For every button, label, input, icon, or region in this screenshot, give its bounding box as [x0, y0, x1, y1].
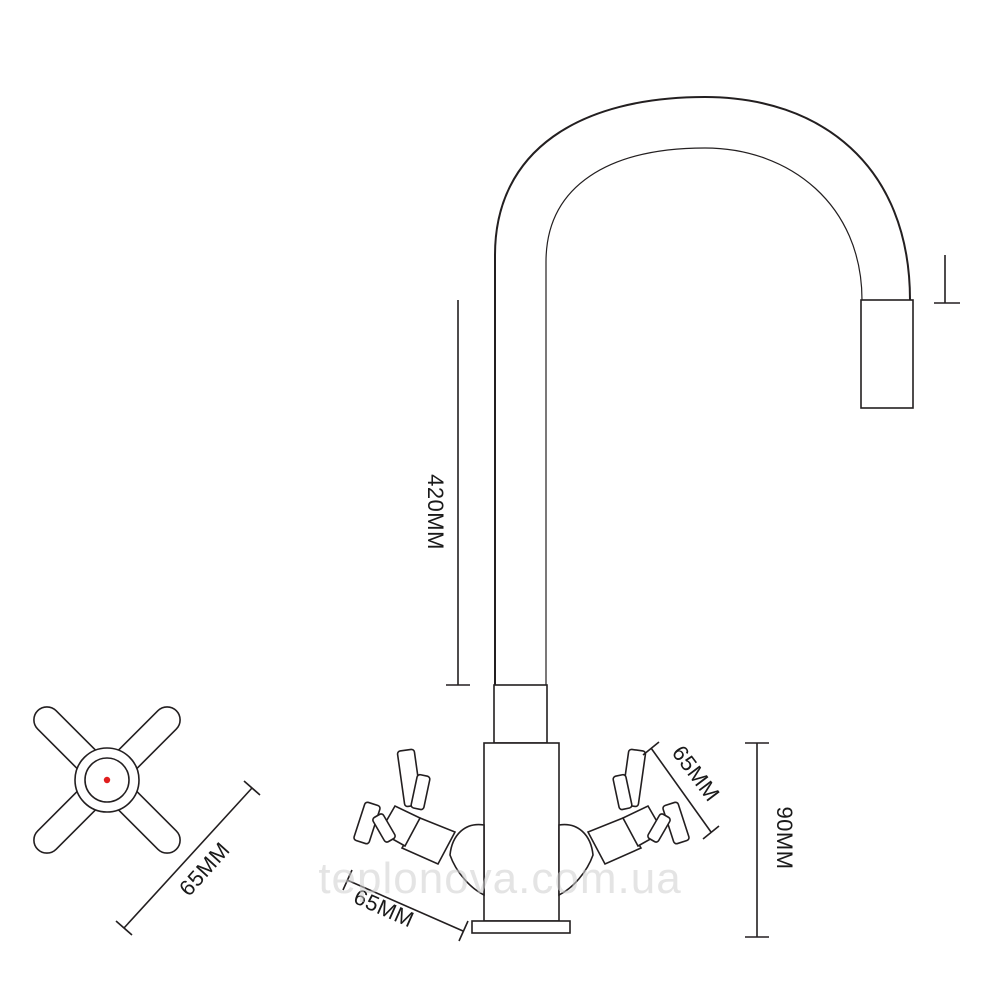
right-lever-back [612, 773, 633, 811]
spout-outer-line [494, 95, 911, 685]
aerator-tip [860, 299, 914, 409]
dim-cross-handle-label: 65MM [174, 837, 235, 901]
hot-indicator-dot [103, 776, 111, 784]
left-valve-stem [400, 817, 457, 866]
left-lever-back [410, 773, 431, 811]
spout-inner-line [545, 147, 863, 685]
right-lever-down [662, 801, 690, 845]
left-lever-front [372, 813, 396, 843]
dim-tip-tick [934, 255, 960, 304]
right-valve-dome [558, 823, 594, 897]
right-handle [558, 748, 690, 897]
left-valve-dome [449, 823, 485, 897]
right-lever-front [647, 813, 671, 843]
base-plate [471, 920, 571, 934]
dim-body-height-label: 90MM [772, 806, 797, 869]
left-lever-down [353, 801, 381, 845]
dim-spout-height-label: 420MM [423, 474, 448, 550]
watermark-text: teplonova.com.ua [318, 854, 681, 903]
cross-handle-top-view [33, 706, 181, 854]
dim-body-height: 90MM [745, 742, 797, 938]
left-handle [353, 748, 485, 897]
right-valve-stem [586, 817, 643, 866]
dim-right-handle-label: 65MM [667, 741, 725, 806]
spout-collar [493, 684, 548, 744]
body-column [483, 742, 560, 922]
body [471, 742, 571, 934]
spout [493, 95, 914, 744]
dim-spout-height: 420MM [423, 300, 470, 686]
